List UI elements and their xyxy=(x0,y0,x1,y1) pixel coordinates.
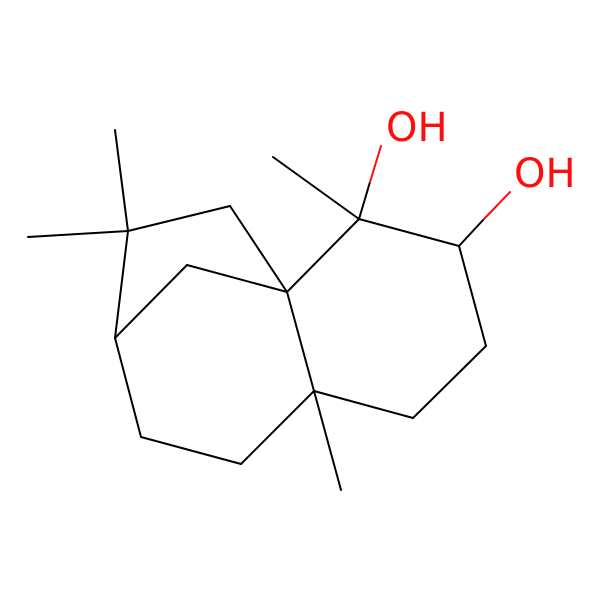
bond-ring-bottom-to-quat xyxy=(240,390,315,465)
bond-gem-methyl-2 xyxy=(27,230,129,238)
bond-quat-to-ch2 xyxy=(313,390,414,419)
bond-bridgehead-down xyxy=(114,337,142,438)
bond-gem-to-bridgehead xyxy=(114,230,129,339)
bond-spiro-to-quat xyxy=(286,291,315,392)
hydroxyl-label-right: OH xyxy=(514,151,576,197)
bond-choh-to-coh xyxy=(358,218,460,247)
bond-ch2-to-ch2 xyxy=(412,345,487,419)
bond-ch2-to-choh xyxy=(458,245,487,347)
bond-coh-to-o-carbon-half xyxy=(358,181,371,220)
bond-bridge-to-spiro xyxy=(229,205,288,293)
bond-choh-to-o-carbon-half xyxy=(458,218,485,247)
bond-ring-bottom-left xyxy=(140,436,242,465)
bond-gem-methyl-1 xyxy=(114,129,129,232)
bond-choh-to-o-oxygen-half xyxy=(483,191,511,220)
bond-coh-to-o-oxygen-half xyxy=(369,145,382,183)
hydroxyl-label-top: OH xyxy=(386,105,448,151)
bond-quat-methyl xyxy=(313,390,342,491)
bond-coh-methyl xyxy=(272,156,360,220)
bond-coh-to-spiro xyxy=(286,218,360,293)
bond-ch2-to-spiro xyxy=(186,264,288,293)
bond-gem-to-bridge xyxy=(127,205,231,232)
bond-bridgehead-to-ch2 xyxy=(114,264,188,339)
